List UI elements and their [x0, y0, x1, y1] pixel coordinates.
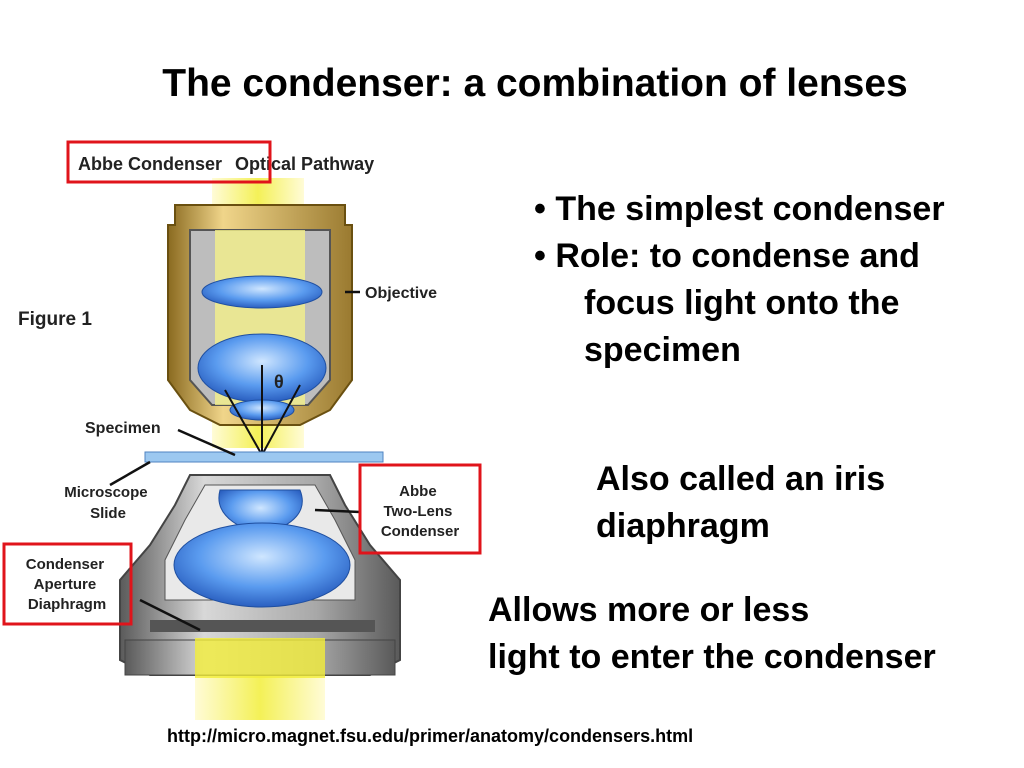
aperture-diaphragm-label-line1: Condenser	[26, 556, 105, 573]
highlight-box-abbe-condenser	[66, 140, 272, 184]
light-note: Allows more or less light to enter the c…	[488, 587, 936, 681]
iris-note-line1: Also called an iris	[596, 460, 886, 498]
aperture-diaphragm-label-line2: Aperture	[34, 576, 97, 593]
figure-heading-optical-pathway: Optical Pathway	[235, 154, 374, 174]
leader-lines	[109, 290, 361, 632]
objective-lens-front	[201, 275, 323, 309]
figure-heading-abbe-condenser: Abbe Condenser	[78, 154, 222, 174]
abbe-two-lens-label: Abbe Two-Lens Condenser	[381, 483, 460, 540]
bullet-role-line3: specimen	[584, 331, 741, 369]
slide-title: The condenser: a combination of lenses	[162, 62, 908, 105]
microscope-slide-label-line1: Microscope	[64, 484, 147, 501]
microscope-slide-label-line2: Slide	[90, 505, 126, 522]
source-link[interactable]: http://micro.magnet.fsu.edu/primer/anato…	[167, 726, 694, 746]
light-note-line2: light to enter the condenser	[488, 638, 936, 676]
abbe-two-lens-label-line3: Condenser	[381, 523, 460, 540]
abbe-two-lens-label-line1: Abbe	[399, 483, 437, 500]
bullet-simplest-condenser: • The simplest condenser	[534, 190, 945, 228]
condenser-optical-diagram: θ Abbe Condenser Optical Pathway Figure …	[2, 140, 482, 720]
bullet-list: • The simplest condenser • Role: to cond…	[534, 186, 945, 374]
base-beam	[195, 638, 325, 678]
figure-number-label: Figure 1	[18, 309, 92, 330]
abbe-two-lens-label-line2: Two-Lens	[383, 503, 452, 520]
microscope-slide	[144, 451, 384, 463]
figure-heading: Abbe Condenser Optical Pathway	[78, 154, 374, 174]
bullet-role-line2: focus light onto the	[584, 284, 900, 322]
condenser-bottom-lens	[173, 522, 351, 608]
aperture-diaphragm-label-line3: Diaphragm	[28, 596, 106, 613]
light-note-line1: Allows more or less	[488, 591, 810, 629]
iris-note-line2: diaphragm	[596, 507, 770, 545]
bullet-role: • Role: to condense and	[534, 237, 920, 275]
aperture-diaphragm	[150, 620, 375, 632]
iris-note: Also called an iris diaphragm	[596, 456, 885, 550]
highlight-box-aperture-diaphragm	[2, 542, 133, 626]
light-rays	[224, 365, 301, 456]
objective-label: Objective	[365, 285, 437, 302]
aperture-diaphragm-label: Condenser Aperture Diaphragm	[26, 556, 109, 613]
highlight-box-two-lens-condenser	[358, 463, 482, 555]
theta-label: θ	[274, 372, 284, 392]
microscope-slide-label: Microscope Slide	[64, 484, 152, 522]
specimen-label: Specimen	[85, 420, 161, 437]
